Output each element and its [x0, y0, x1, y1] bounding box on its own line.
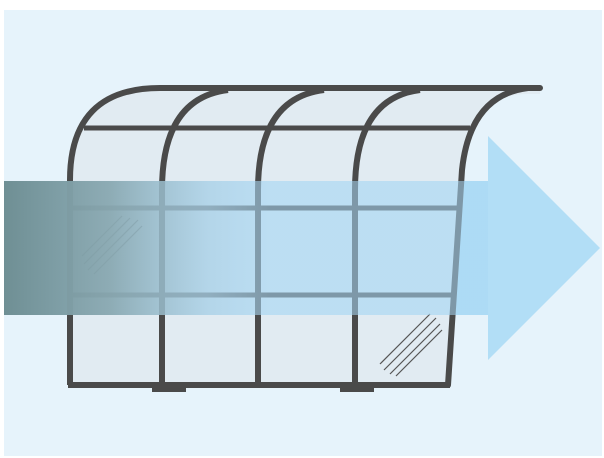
- filter-top-edge: [67, 85, 543, 183]
- filter-rib-3: [255, 87, 325, 385]
- filter-foot-left: [152, 384, 186, 392]
- filter-rib-4: [352, 87, 421, 385]
- filter-foot-right: [340, 384, 374, 392]
- glare-mark-right: [379, 313, 443, 377]
- filter-rib-2: [159, 87, 229, 385]
- filter-right-curve: [445, 85, 531, 388]
- airflow-incoming-band: [4, 181, 488, 315]
- arrow-head: [488, 136, 600, 360]
